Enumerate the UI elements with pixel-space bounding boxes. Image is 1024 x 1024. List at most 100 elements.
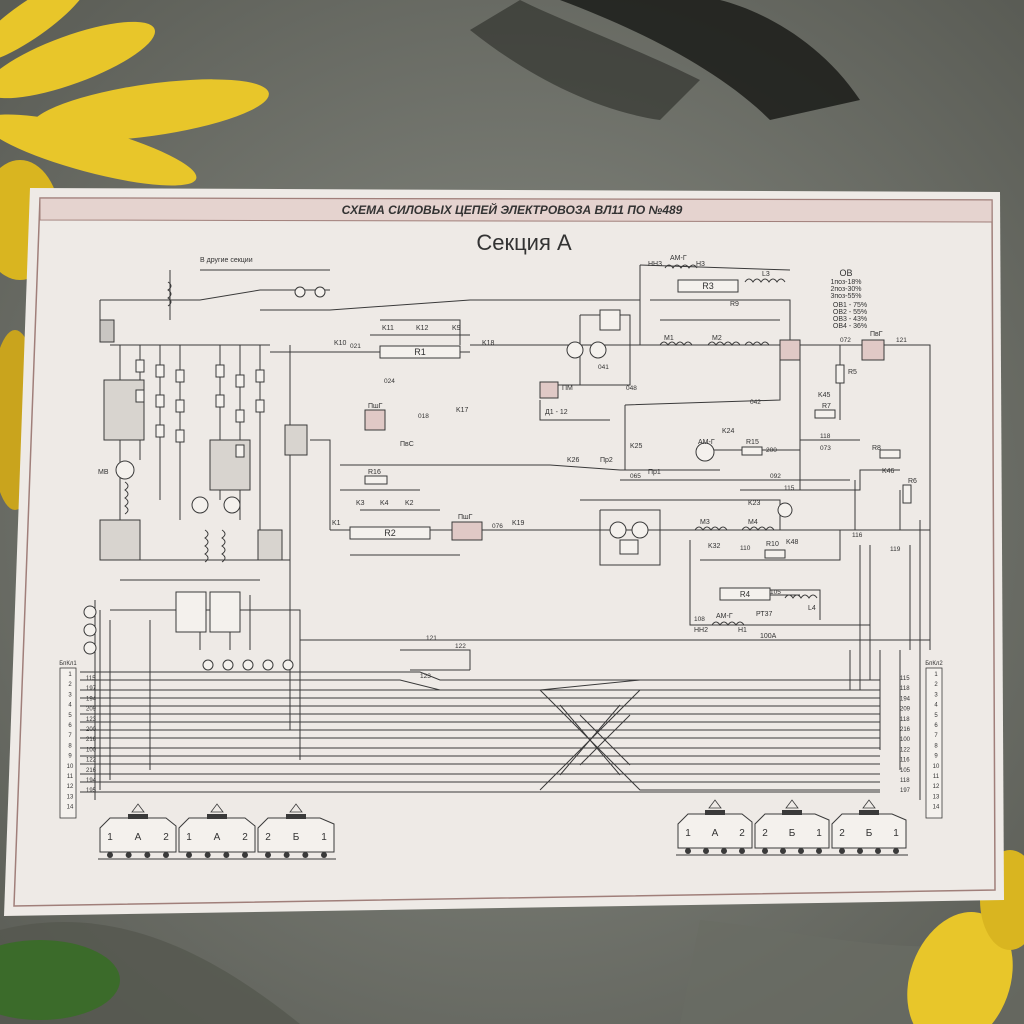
label-l3: L3: [762, 271, 770, 278]
terminal-wire-label-right: 197: [900, 788, 911, 794]
disc-2: [314, 286, 326, 298]
label-n3: Н3: [696, 261, 705, 268]
terminal-number-left: 8: [68, 743, 72, 749]
loco-section-letter: А: [135, 832, 142, 843]
terminal-wire-label-left: 200: [86, 727, 97, 733]
wire-label: 115: [784, 485, 795, 492]
wire-label: 118: [820, 433, 831, 440]
loco-end-number: 2: [762, 828, 768, 839]
sheet-title: СХЕМА СИЛОВЫХ ЦЕПЕЙ ЭЛЕКТРОВОЗА ВЛ11 ПО …: [342, 201, 683, 217]
label-r1: R1: [414, 347, 426, 357]
green-leaf: [0, 940, 120, 1020]
label-m4: M4: [748, 519, 758, 526]
col-resistor: [255, 399, 265, 413]
wire-label: 041: [598, 364, 609, 371]
wire-label: 042: [750, 399, 761, 406]
wire-label: 018: [418, 413, 429, 420]
label-n1: Н1: [738, 627, 747, 634]
wire-label: 092: [770, 473, 781, 480]
label-r7: R7: [822, 403, 831, 410]
label-pshg-bottom: ПшГ: [458, 514, 473, 521]
terminal-number-left: 14: [67, 805, 74, 811]
resistor-r7: [814, 409, 836, 419]
label-k18: K18: [482, 340, 495, 347]
terminal-number-left: 5: [68, 713, 72, 719]
terminal-number-right: 8: [934, 743, 938, 749]
legend-line: 3поз-55%: [830, 293, 861, 300]
terminal-number-left: 6: [68, 723, 72, 729]
label-k48: K48: [786, 539, 799, 546]
terminal-number-left: 9: [68, 754, 72, 760]
col-resistor: [215, 364, 225, 378]
terminal-number-right: 5: [934, 713, 938, 719]
terminal-strip-left: [59, 667, 77, 819]
terminal-number-left: 13: [67, 794, 74, 800]
component-blocks: [99, 279, 912, 633]
loco-end-number: 1: [893, 828, 899, 839]
label-m1: M1: [664, 335, 674, 342]
terminal-number-right: 11: [933, 774, 940, 780]
resistor-r5: [835, 364, 845, 384]
ammeter: [777, 502, 793, 518]
terminal-wire-label-left: 122: [86, 758, 97, 764]
loco-section-letter: Б: [866, 828, 873, 839]
resistor-r10: [764, 549, 786, 559]
wire-labels: 121 072 042 073 118 115 092 065 200 119 …: [350, 337, 907, 680]
inductor-l4: [784, 594, 818, 599]
loco-end-number: 2: [265, 832, 271, 843]
resistor-r15: [741, 446, 763, 456]
relay-box-pshg-top: [364, 409, 386, 431]
loco-end-number: 2: [839, 828, 845, 839]
label-r2: R2: [384, 528, 396, 538]
inductor-left-1: [204, 529, 209, 563]
loco-end-number: 1: [321, 832, 327, 843]
col-resistor: [155, 394, 165, 408]
terminal-number-left: 2: [68, 682, 72, 688]
terminal-wire-label-right: 118: [900, 717, 910, 723]
terminal-wire-label-right: 118: [900, 778, 910, 784]
inductor-top-m3: [744, 341, 770, 346]
terminal-number-right: 2: [934, 682, 938, 688]
motors: [83, 286, 793, 671]
wire-label: 065: [630, 473, 641, 480]
wire-label: 048: [626, 385, 637, 392]
label-other-section: В другие секции: [200, 257, 253, 264]
label-ps: ПвС: [400, 441, 414, 448]
relay-box-lower: [99, 519, 141, 561]
terminal-wire-label-left: 100: [86, 747, 97, 753]
terminal-strip-right: [925, 667, 943, 819]
terminal-wire-label-left: 209: [86, 707, 97, 713]
label-r4: R4: [740, 590, 751, 599]
col-resistor: [175, 429, 185, 443]
label-k23: K23: [748, 500, 761, 507]
motor-bottom-2: [631, 521, 649, 539]
loco-end-number: 1: [685, 828, 691, 839]
loco-end-number: 2: [163, 832, 169, 843]
wire-label: 024: [384, 378, 395, 385]
fuse-4: [262, 659, 274, 671]
label-pvg: ПвГ: [870, 331, 883, 338]
terminal-number-right: 14: [933, 805, 940, 811]
wire-label: 108: [694, 616, 705, 623]
label-k10: K10: [334, 340, 347, 347]
terminal-number-right: 1: [934, 672, 938, 678]
label-mv: МВ: [98, 469, 109, 476]
inductor-top-m2: [707, 341, 741, 346]
legend-line: ОВ2 - 55%: [833, 309, 867, 316]
resistor-r3: [677, 279, 739, 293]
terminal-number-right: 6: [934, 723, 938, 729]
label-k12: K12: [416, 325, 429, 332]
loco-end-number: 2: [739, 828, 745, 839]
wire-label: 122: [455, 643, 466, 650]
terminal-wire-label-right: 100: [900, 737, 911, 743]
label-r5: R5: [848, 369, 857, 376]
loco-section-letter: Б: [293, 832, 300, 843]
fuse-2: [222, 659, 234, 671]
col-resistor: [155, 424, 165, 438]
col-resistor: [235, 444, 245, 458]
terminal-wire-label-left: 123: [86, 717, 97, 723]
relay-box-right-col: [257, 529, 283, 561]
inductor-mv: [124, 481, 129, 515]
meter-bottom: [619, 539, 639, 555]
